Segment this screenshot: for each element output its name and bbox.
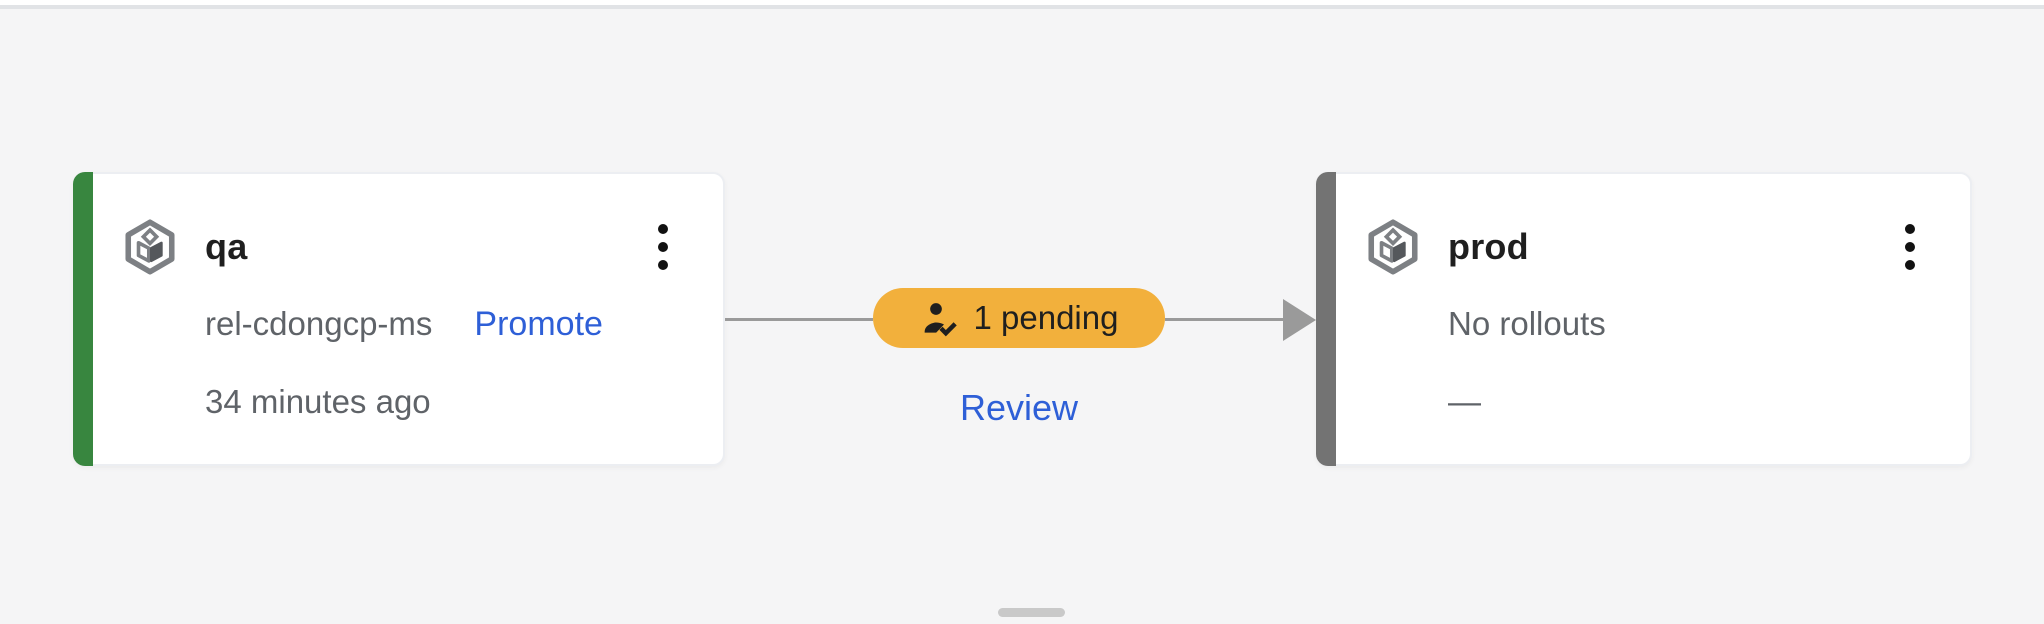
target-name: prod	[1448, 226, 1529, 267]
connector-line-right	[1165, 318, 1283, 321]
review-link[interactable]: Review	[959, 387, 1079, 428]
reviewer-check-icon	[924, 303, 957, 337]
connector-line-left	[725, 318, 873, 321]
top-divider-line	[0, 5, 2044, 9]
prod-status-strip	[1316, 172, 1336, 466]
last-deployed-time: 34 minutes ago	[205, 383, 431, 420]
qa-release-row: rel-cdongcp-ms Promote	[205, 302, 603, 346]
prod-title-row: prod	[1364, 218, 1529, 276]
qa-time-row: 34 minutes ago	[205, 380, 431, 424]
rollout-status: No rollouts	[1448, 305, 1606, 342]
pipeline-graph-canvas: qa rel-cdongcp-ms Promote 34 minutes ago	[0, 9, 2044, 624]
prod-rollout-row: No rollouts	[1448, 302, 1606, 346]
arrow-right-icon	[1283, 299, 1316, 341]
target-card-prod[interactable]: prod No rollouts —	[1316, 172, 1972, 466]
pending-approval-badge[interactable]: 1 pending	[873, 288, 1165, 348]
target-name: qa	[205, 226, 248, 267]
deploy-target-icon	[1368, 219, 1418, 275]
target-card-qa[interactable]: qa rel-cdongcp-ms Promote 34 minutes ago	[73, 172, 725, 466]
horizontal-scrollbar-thumb[interactable]	[998, 608, 1065, 617]
pending-count-label: 1 pending	[973, 299, 1119, 336]
prod-more-vert-icon[interactable]	[1904, 224, 1916, 270]
deploy-target-icon	[125, 219, 175, 275]
promote-link[interactable]: Promote	[474, 304, 603, 343]
top-strip	[0, 0, 2044, 5]
qa-status-strip	[73, 172, 93, 466]
qa-more-vert-icon[interactable]	[657, 224, 669, 270]
last-deployed-dash: —	[1448, 383, 1481, 420]
release-name: rel-cdongcp-ms	[205, 305, 433, 342]
prod-time-row: —	[1448, 380, 1481, 424]
qa-title-row: qa	[121, 218, 247, 276]
